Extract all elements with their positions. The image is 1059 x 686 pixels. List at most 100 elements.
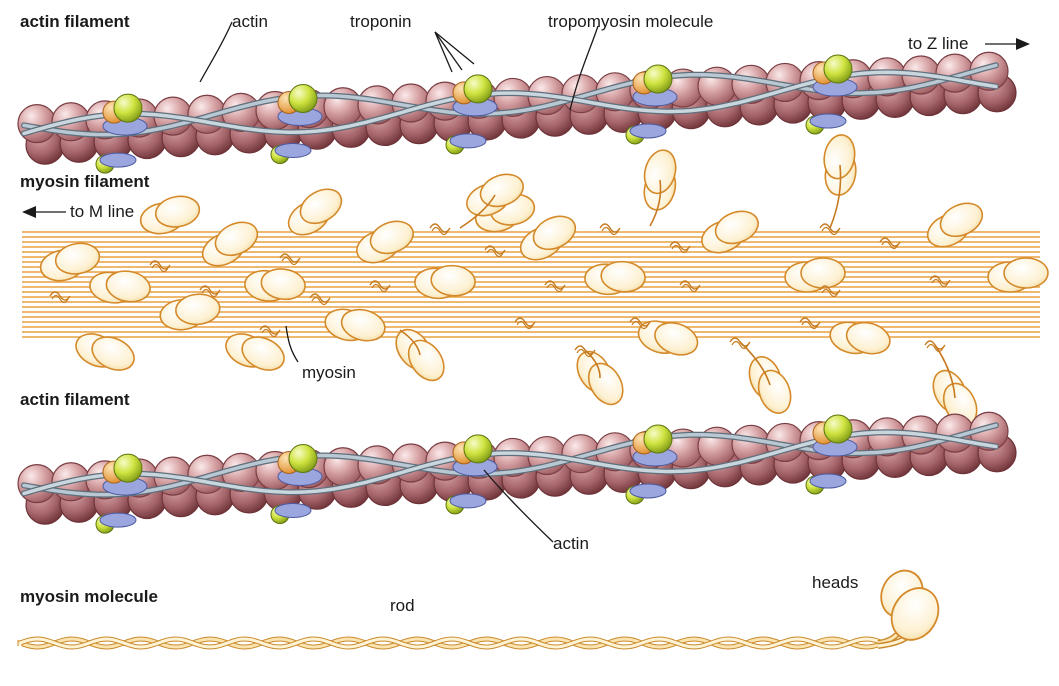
- myosin-neck-coil: [484, 245, 506, 255]
- myosin-head-lobe: [91, 336, 135, 371]
- pointer-actin-bottom: [483, 469, 554, 543]
- troponin-green-subunit: [463, 74, 493, 104]
- myosin-head: [75, 333, 135, 371]
- myosin-head-lobe: [587, 362, 624, 406]
- troponin-blue-subunit: [809, 113, 847, 129]
- myosin-head: [287, 188, 343, 236]
- troponin-blue-subunit: [449, 133, 487, 149]
- troponin-green-subunit: [113, 93, 143, 123]
- troponin-blue-subunit: [449, 493, 487, 509]
- myosin-head: [829, 321, 891, 355]
- myosin-head-lobe: [154, 195, 201, 228]
- section-title-actin-filament-bottom: actin filament: [20, 390, 130, 409]
- myosin-head-lobe: [845, 321, 891, 355]
- myosin-neck-coil: [261, 328, 279, 338]
- myosin-head-stalk: [829, 164, 842, 229]
- myosin-neck-coil: [681, 283, 699, 293]
- myosin-head: [519, 215, 577, 261]
- myosin-head-lobe: [654, 322, 699, 356]
- myosin-neck-coil: [281, 256, 299, 266]
- myosin-head: [466, 173, 524, 217]
- myosin-head: [748, 356, 792, 414]
- myosin-neck-coil: [151, 263, 169, 273]
- myosin-neck-coil: [821, 288, 839, 298]
- myosin-head: [201, 221, 259, 267]
- myosin-neck-coil: [821, 226, 839, 236]
- myosin-head-lobe: [241, 336, 285, 371]
- troponin-blue-subunit: [274, 142, 312, 158]
- myosin-head-stalk: [934, 344, 956, 399]
- myosin-head-stalk: [399, 329, 421, 356]
- myosin-head: [225, 333, 285, 371]
- troponin-green-subunit: [288, 83, 318, 113]
- label-troponin: troponin: [350, 12, 412, 31]
- label-to-z-line: to Z line: [908, 34, 969, 53]
- myosin-head: [926, 202, 984, 248]
- troponin-blue-subunit: [629, 483, 667, 499]
- myosin-filament: [22, 134, 1049, 427]
- myosin-head-lobe: [714, 210, 759, 245]
- myosin-head: [701, 210, 759, 254]
- label-heads: heads: [812, 573, 859, 592]
- myosin-head-lobe: [532, 215, 577, 251]
- troponin-green-subunit: [823, 54, 853, 84]
- myosin-neck-coil: [279, 253, 301, 263]
- myosin-head: [637, 320, 699, 356]
- myosin-neck-coil: [601, 226, 619, 236]
- myosin-neck-coil: [544, 280, 566, 290]
- troponin-green-subunit: [643, 424, 673, 454]
- myosin-head: [784, 257, 846, 293]
- myosin-head-lobe: [340, 308, 386, 342]
- pointer-tropomyosin: [569, 25, 599, 111]
- myosin-head-stalk: [459, 194, 496, 229]
- myosin-neck-coil: [631, 320, 649, 330]
- troponin-blue-subunit: [809, 473, 847, 489]
- pointer-troponin: [434, 31, 463, 71]
- myosin-head: [356, 220, 414, 264]
- myosin-neck-coil: [669, 241, 691, 251]
- myosin-head-lobe: [600, 260, 646, 293]
- myosin-head: [395, 328, 445, 382]
- myosin-head-lobe: [105, 270, 151, 303]
- label-tropomyosin-molecule: tropomyosin molecule: [548, 12, 714, 31]
- troponin-blue-subunit: [99, 512, 137, 528]
- myosin-neck-coil: [149, 260, 171, 270]
- myosin-neck-coil: [671, 244, 689, 254]
- troponin-blue-subunit: [274, 502, 312, 518]
- myosin-head-lobe: [643, 149, 677, 195]
- myosin-neck-coil: [259, 325, 281, 335]
- actin-filament-top: [17, 51, 1017, 174]
- troponin-green-subunit: [113, 453, 143, 483]
- myosin-neck-coil: [929, 275, 951, 285]
- myosin-neck-coil: [51, 294, 69, 304]
- troponin-green-subunit: [288, 443, 318, 473]
- myosin-neck-coil: [629, 317, 651, 327]
- myosin-head-lobe: [890, 587, 940, 641]
- myosin-head: [39, 242, 101, 282]
- label-myosin: myosin: [302, 363, 356, 382]
- myosin-head-lobe: [1003, 257, 1049, 289]
- myosin-neck-coil: [881, 240, 899, 250]
- myosin-head-lobe: [175, 293, 221, 326]
- pointer-troponin: [434, 31, 475, 65]
- myosin-head: [584, 260, 646, 296]
- myosin-head-lobe: [299, 188, 343, 225]
- myosin-neck-coil: [311, 296, 329, 306]
- myosin-neck-coil: [819, 285, 841, 295]
- myosin-head-stalk: [584, 349, 601, 379]
- label-rod: rod: [390, 596, 415, 615]
- myosin-head-lobe: [479, 173, 524, 208]
- myosin-head: [139, 195, 201, 235]
- label-actin-bottom: actin: [553, 534, 589, 553]
- myosin-neck-coil: [679, 280, 701, 290]
- myosin-head: [414, 264, 476, 300]
- myosin-head-lobe: [800, 257, 846, 289]
- myosin-head: [576, 350, 624, 406]
- myosin-neck-coil: [486, 248, 504, 258]
- troponin-blue-subunit: [629, 123, 667, 139]
- myosin-head: [823, 134, 857, 196]
- pointer-myosin: [285, 325, 299, 363]
- troponin-green-subunit: [643, 64, 673, 94]
- actin-filament-bottom: [17, 411, 1017, 534]
